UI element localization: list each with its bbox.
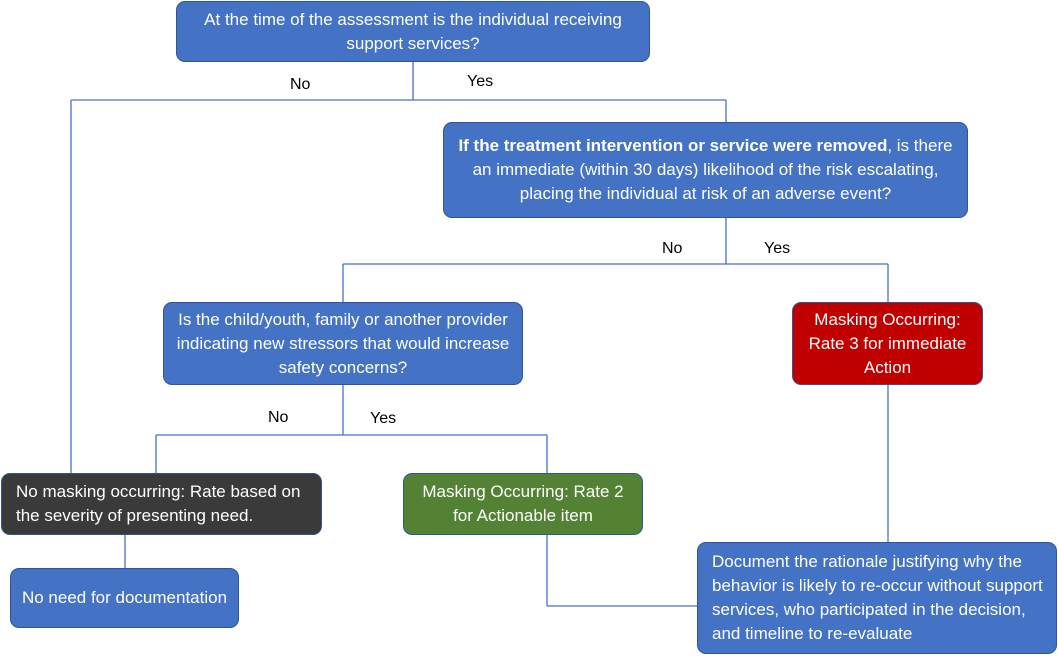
question-treatment-removed-text: If the treatment intervention or service… [454,134,957,206]
edge-label-q1-yes: Yes [467,73,494,90]
question-support-services-box: At the time of the assessment is the ind… [176,1,650,62]
question-support-services-text: At the time of the assessment is the ind… [204,9,622,53]
document-rationale-box: Document the rationale justifying why th… [697,542,1057,654]
question-treatment-removed-bold: If the treatment intervention or service… [458,136,888,155]
question-new-stressors-box: Is the child/youth, family or another pr… [163,302,523,385]
edge-label-q2-no: No [662,240,683,257]
edge-label-q3-no: No [268,409,289,426]
edge-label-q3-yes: Yes [370,410,397,427]
masking-rate2-text: Masking Occurring: Rate 2 for Actionable… [422,482,624,525]
edge-label-q2-yes: Yes [764,240,791,257]
masking-rate2-box: Masking Occurring: Rate 2 for Actionable… [403,473,643,535]
no-documentation-text: No need for documentation [21,588,228,607]
masking-rate3-box: Masking Occurring: Rate 3 for immediate … [792,302,983,385]
edge-label-q1-no: No [290,76,311,93]
document-rationale-text: Document the rationale justifying why th… [712,552,1043,643]
masking-rate3-text: Masking Occurring: Rate 3 for immediate … [808,309,967,377]
no-masking-text: No masking occurring: Rate based on the … [16,482,301,525]
no-masking-box: No masking occurring: Rate based on the … [1,473,322,535]
question-treatment-removed-box: If the treatment intervention or service… [443,122,968,218]
no-documentation-box: No need for documentation [10,568,239,628]
question-treatment-removed-rest: , is there an immediate (within 30 days)… [472,136,953,203]
question-new-stressors-text: Is the child/youth, family or another pr… [176,309,510,377]
